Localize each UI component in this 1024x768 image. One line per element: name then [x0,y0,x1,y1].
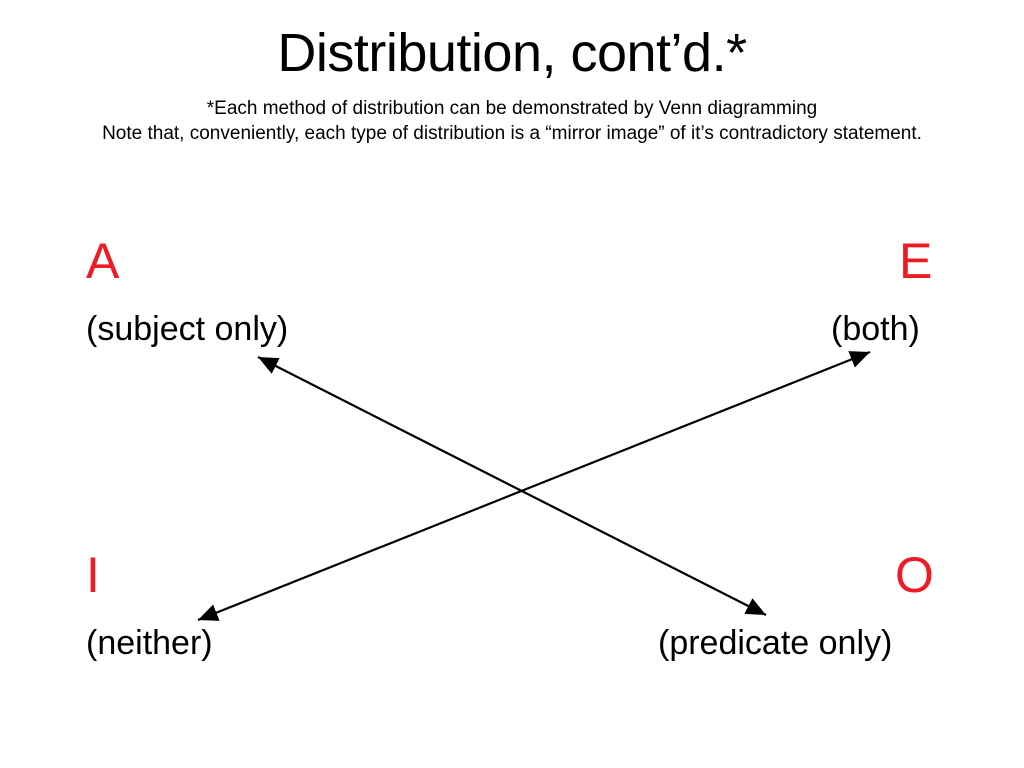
quadrant-caption-subject-only: (subject only) [86,310,289,348]
quadrant-caption-both: (both) [831,310,920,348]
quadrant-letter-i: I [86,547,100,603]
connector-a-to-o-contradictory [257,356,767,616]
subtitle-line-2: Note that, conveniently, each type of di… [102,123,922,144]
quadrant-caption-neither: (neither) [86,624,213,662]
subtitle-line-1: *Each method of distribution can be demo… [206,98,818,119]
page-title: Distribution, cont’d.* [277,23,747,83]
quadrant-letter-o: O [895,547,934,603]
quadrant-letter-a: A [86,233,120,289]
quadrant-letter-e: E [899,233,933,289]
connector-e-to-i-contradictory [197,350,871,622]
quadrant-caption-predicate-only: (predicate only) [658,624,893,662]
